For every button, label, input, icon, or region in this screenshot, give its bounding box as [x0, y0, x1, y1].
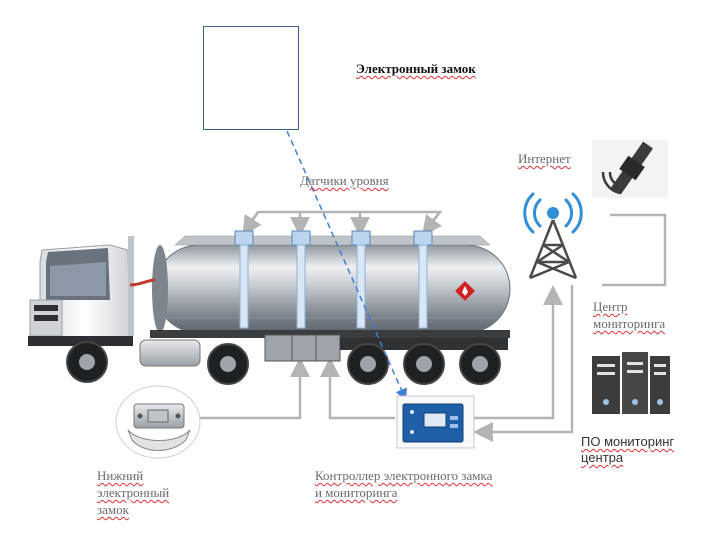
satellite-icon: [592, 140, 668, 198]
level-sensor-3: [351, 230, 371, 329]
level-sensor-1: [234, 230, 254, 329]
controller-label: Контроллер электронного замка и монитори…: [315, 467, 492, 501]
server-rack-icon: [592, 352, 670, 414]
controller-truck-line: [320, 357, 395, 420]
sensor-branch-end-right: [422, 211, 442, 236]
lock-controller-dashed-link: [282, 121, 407, 401]
bottom-electronic-lock-icon: [115, 385, 201, 459]
controller-box-icon: [396, 395, 475, 449]
monitoring-center-label: Центр мониторинга: [593, 298, 665, 332]
lower-lock-line3: замок: [97, 502, 129, 517]
internet-label: Интернет: [518, 151, 571, 166]
lower-lock-line2: электронный: [97, 485, 170, 500]
tanker-truck: [28, 235, 511, 385]
controller-line2: и мониторинга: [315, 485, 398, 500]
connector-lines: [195, 210, 667, 442]
satellite-center-line: [602, 213, 667, 287]
electronic-lock-label: Электронный замок: [356, 61, 476, 76]
level-sensor-4: [413, 230, 433, 329]
monitoring-software-line2: центра: [581, 450, 624, 465]
monitoring-center-line2: мониторинга: [593, 316, 666, 331]
controller-tower-line: [470, 285, 563, 420]
hazard-diamond: [455, 281, 475, 301]
sensor-branch-end-left: [242, 211, 262, 237]
lower-lock-line: [195, 357, 310, 420]
monitoring-center-line1: Центр: [593, 299, 628, 314]
level-sensor-2: [291, 230, 311, 329]
monitoring-controller-line: [473, 285, 574, 442]
lower-lock-label: Нижний электронный замок: [97, 467, 169, 518]
sensor-bus-line: [243, 210, 443, 231]
controller-line1: Контроллер электронного замка: [315, 468, 493, 483]
monitoring-software-label: ПО мониторинг центра: [581, 434, 674, 466]
radio-tower-icon: [523, 192, 583, 280]
level-sensors: [234, 230, 433, 329]
lower-lock-line1: Нижний: [97, 468, 144, 483]
monitoring-software-line1: ПО мониторинг: [581, 434, 675, 449]
electronic-lock-frame: [203, 26, 299, 130]
level-sensors-label: Датчики уровня: [300, 173, 389, 188]
